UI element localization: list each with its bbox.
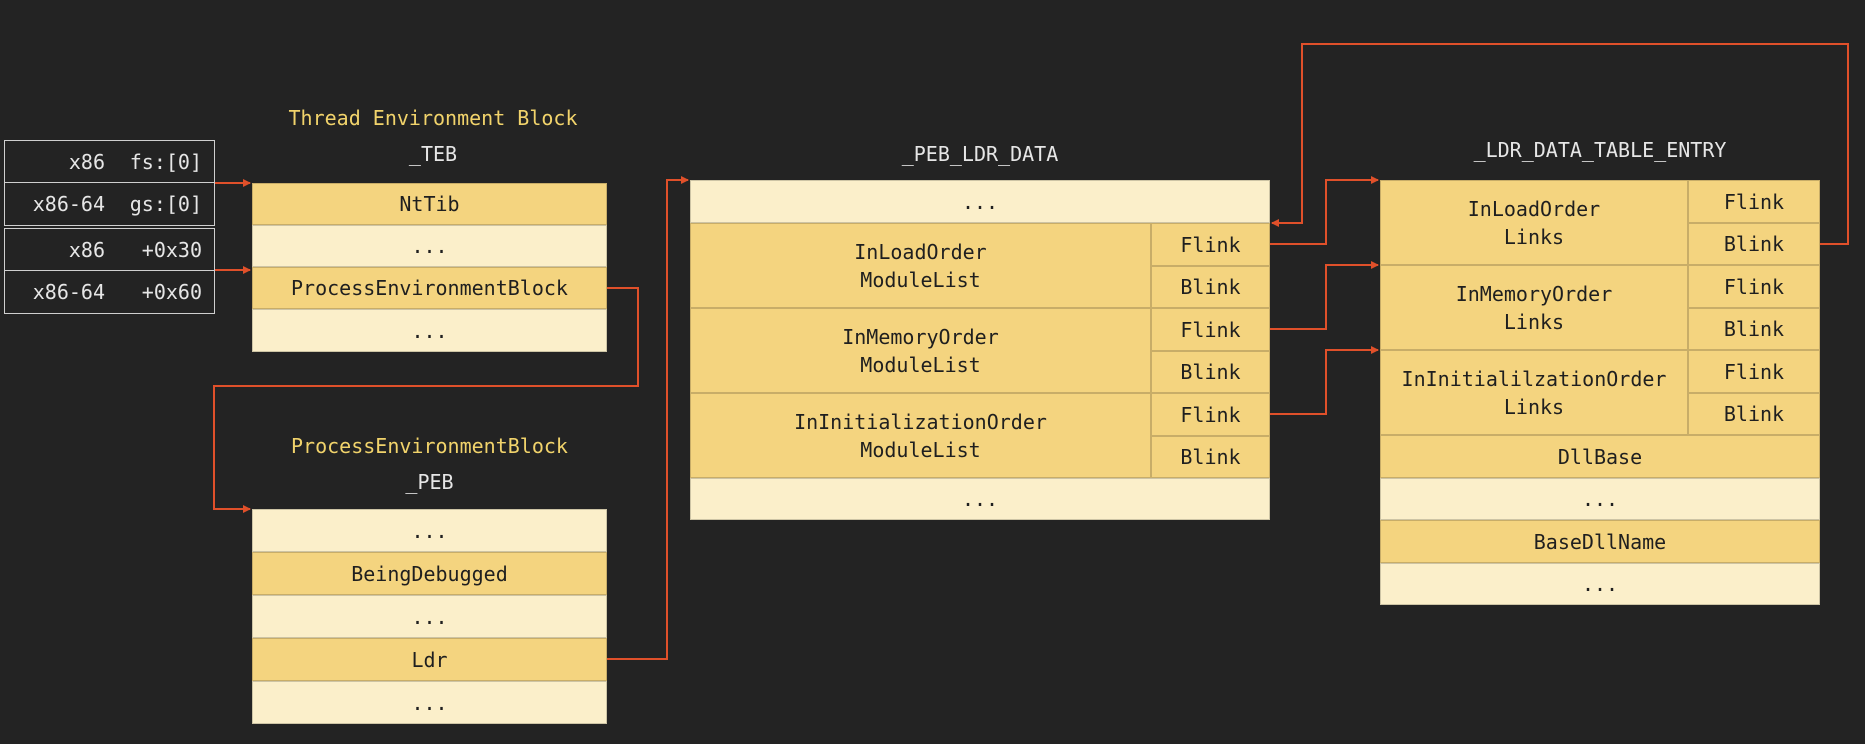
teb-field-ellipsis: ... [252, 225, 607, 267]
register-arch: x86 [68, 237, 105, 262]
entry-links-ininitorder-blink: Blink [1688, 393, 1820, 435]
ldr-list-inmemoryorder: InMemoryOrder ModuleList [690, 308, 1151, 393]
teb-field-ellipsis: ... [252, 309, 607, 352]
ldr-list-inmemoryorder-flink: Flink [1151, 308, 1270, 351]
register-row-x86-offset: x86 +0x30 [4, 228, 215, 271]
teb-field-nttib: NtTib [252, 183, 607, 225]
register-row-x64-gs: x86-64 gs:[0] [4, 183, 215, 226]
teb-caption: Thread Environment Block [288, 106, 578, 130]
ldr-list-inmemoryorder-blink: Blink [1151, 351, 1270, 393]
arrow-inloadorder-flink [1270, 176, 1379, 245]
peb-struct-name: _PEB [405, 470, 454, 494]
peb-field-ldr: Ldr [252, 638, 607, 681]
register-value: +0x30 [141, 237, 202, 262]
register-value: gs:[0] [129, 192, 202, 216]
entry-links-inmemoryorder: InMemoryOrder Links [1380, 265, 1688, 350]
register-arch: x86-64 [32, 280, 105, 304]
arrow-ldr-to-peb-ldr-data [607, 176, 689, 660]
ldr-list-ininitorder-blink: Blink [1151, 436, 1270, 478]
register-arch: x86 [68, 149, 105, 174]
entry-links-ininitorder: InInitialilzationOrder Links [1380, 350, 1688, 435]
entry-field-ellipsis: ... [1380, 563, 1820, 605]
arrow-teb-to-peb [213, 287, 639, 513]
ldr-list-ininitorder-flink: Flink [1151, 393, 1270, 436]
register-row-x86-fs: x86 fs:[0] [4, 140, 215, 183]
teb-field-peb: ProcessEnvironmentBlock [252, 267, 607, 309]
ldr-list-ininitorder: InInitializationOrder ModuleList [690, 393, 1151, 478]
entry-links-inloadorder: InLoadOrder Links [1380, 180, 1688, 265]
peb-field-ellipsis: ... [252, 509, 607, 552]
ldr-field-ellipsis: ... [690, 478, 1270, 520]
entry-links-inloadorder-flink: Flink [1688, 180, 1820, 223]
ldr-list-inloadorder-blink: Blink [1151, 266, 1270, 308]
arrow-inmemoryorder-flink [1270, 261, 1379, 330]
teb-struct-name: _TEB [408, 142, 458, 166]
entry-links-inmemoryorder-blink: Blink [1688, 308, 1820, 350]
entry-links-ininitorder-flink: Flink [1688, 350, 1820, 393]
register-row-x64-offset: x86-64 +0x60 [4, 271, 215, 314]
peb-field-ellipsis: ... [252, 595, 607, 638]
entry-field-dllbase: DllBase [1380, 435, 1820, 478]
ldr-list-inloadorder: InLoadOrder ModuleList [690, 223, 1151, 308]
entry-field-basedllname: BaseDllName [1380, 520, 1820, 563]
register-value: +0x60 [141, 280, 202, 304]
peb-caption: ProcessEnvironmentBlock [291, 434, 568, 458]
entry-field-ellipsis: ... [1380, 478, 1820, 520]
entry-links-inloadorder-blink: Blink [1688, 223, 1820, 265]
peb-field-ellipsis: ... [252, 681, 607, 724]
ldr-field-ellipsis: ... [690, 180, 1270, 223]
ldr-list-inloadorder-flink: Flink [1151, 223, 1270, 266]
register-value: fs:[0] [129, 149, 202, 174]
arrow-ininitorder-flink [1270, 346, 1379, 415]
peb-field-beingdebugged: BeingDebugged [252, 552, 607, 595]
arrow-entry-blink-back [1271, 43, 1849, 245]
register-arch: x86-64 [32, 192, 105, 216]
peb-ldr-data-name: _PEB_LDR_DATA [901, 142, 1059, 166]
ldr-entry-name: _LDR_DATA_TABLE_ENTRY [1473, 138, 1727, 162]
entry-links-inmemoryorder-flink: Flink [1688, 265, 1820, 308]
